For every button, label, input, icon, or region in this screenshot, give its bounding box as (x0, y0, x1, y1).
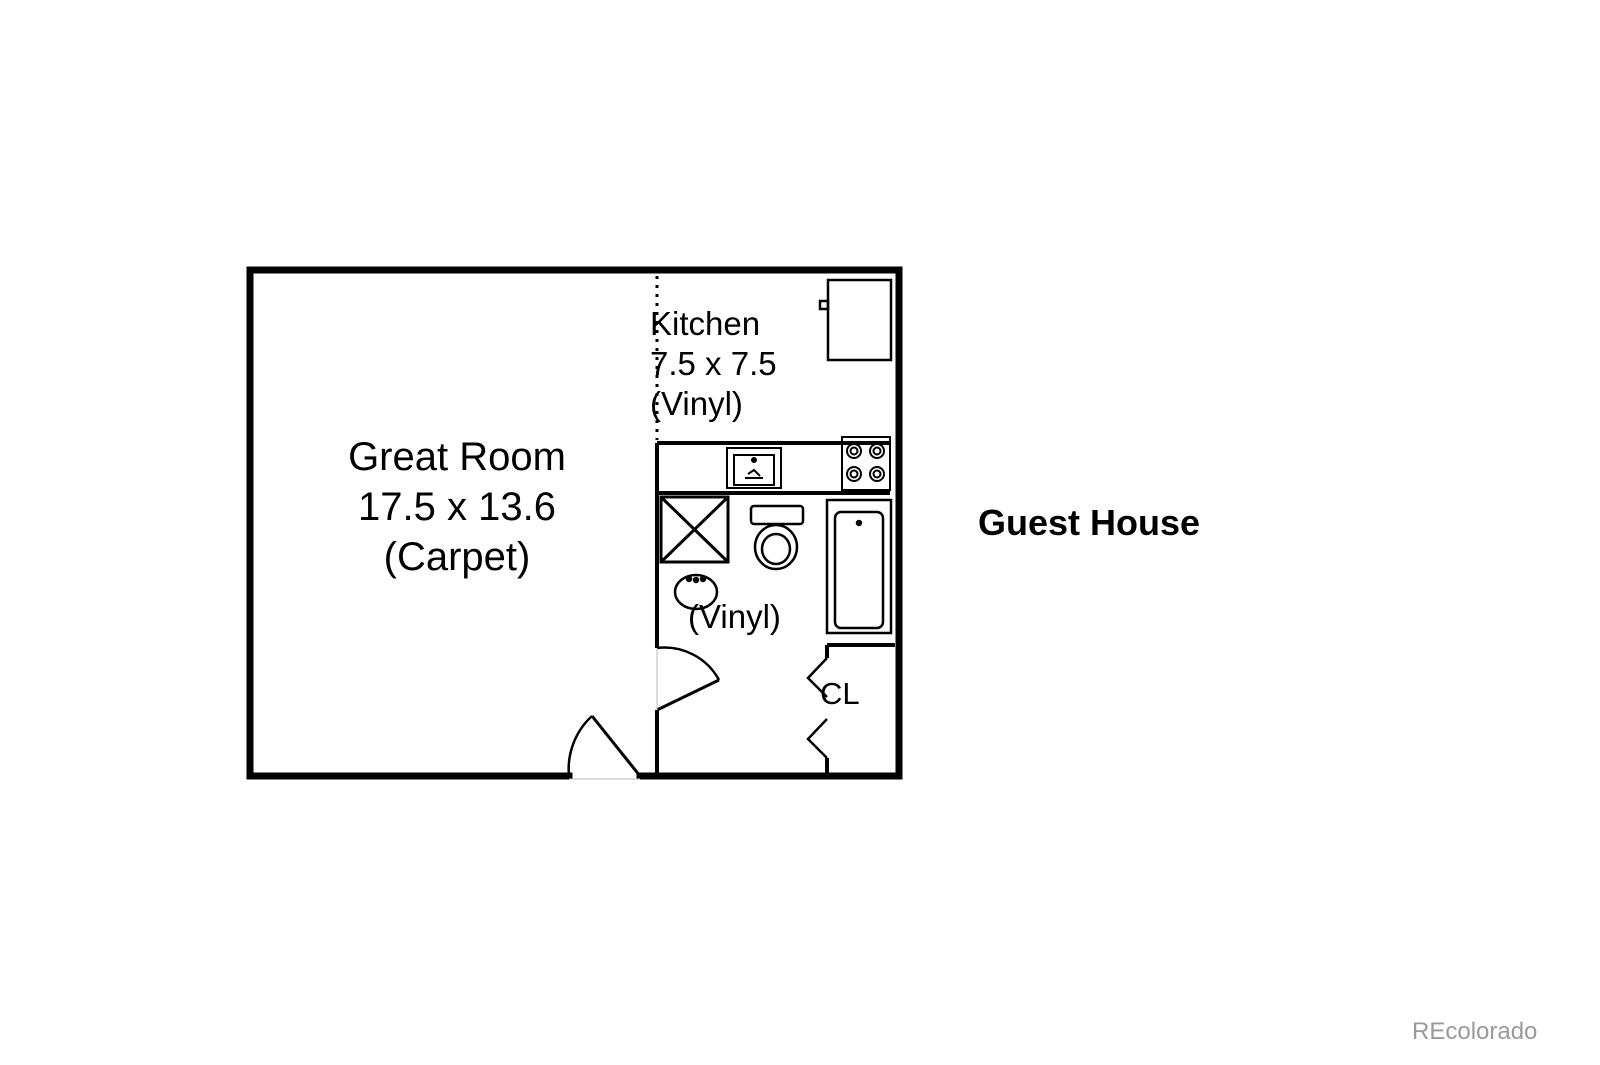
bathroom-door (656, 646, 721, 712)
bathroom-sink (673, 573, 719, 611)
great-room-dimensions: 17.5 x 13.6 (358, 485, 556, 529)
stove (841, 436, 891, 491)
kitchen-name: Kitchen (650, 305, 761, 342)
bathtub (825, 498, 893, 635)
exterior-walls (246, 266, 903, 780)
kitchen-label: Kitchen 7.5 x 7.5 (Vinyl) (650, 304, 777, 424)
kitchen-dimensions: 7.5 x 7.5 (650, 345, 777, 382)
entry-door (567, 715, 642, 780)
great-room-label: Great Room 17.5 x 13.6 (Carpet) (332, 432, 582, 582)
great-room-name: Great Room (348, 435, 566, 479)
linen-cabinet (659, 495, 730, 564)
bathroom-flooring: (Vinyl) (688, 598, 781, 635)
closet-label: CL (820, 676, 860, 711)
watermark: REcolorado (1412, 1018, 1538, 1045)
kitchen-flooring: (Vinyl) (650, 385, 743, 422)
great-room-flooring: (Carpet) (383, 535, 531, 579)
interior-walls (655, 441, 895, 776)
refrigerator (818, 278, 893, 362)
closet-doors (806, 657, 828, 759)
kitchen-sink (726, 447, 782, 489)
page-title: Guest House (978, 502, 1201, 543)
toilet (749, 504, 805, 571)
